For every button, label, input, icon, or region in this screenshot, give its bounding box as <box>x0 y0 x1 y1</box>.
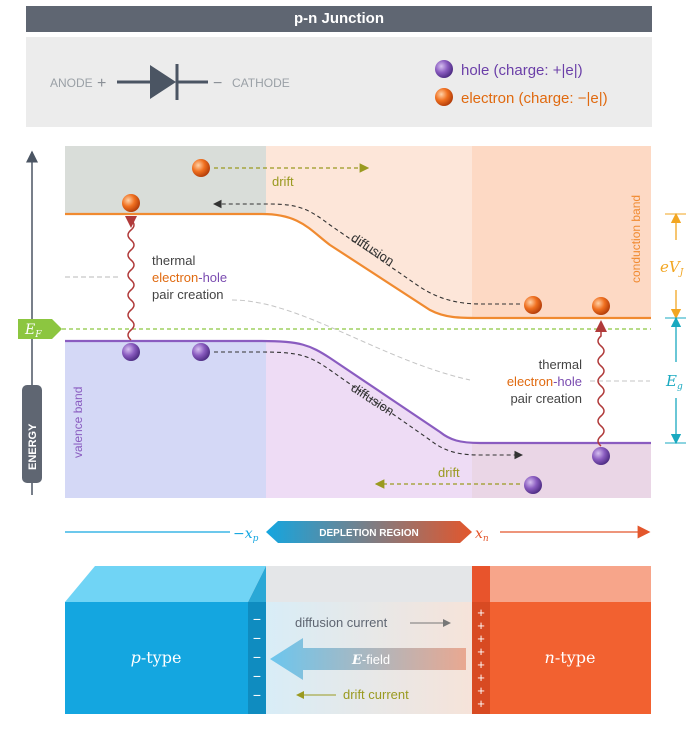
hole-particle <box>524 476 542 494</box>
energy-axis-label: ENERGY <box>27 423 39 470</box>
thermal-left-line2: electron-hole <box>152 270 227 285</box>
evj-label: eVJ <box>660 258 685 278</box>
drift-top-label: drift <box>272 174 294 189</box>
svg-text:−: − <box>253 668 261 684</box>
cathode-label: CATHODE <box>232 76 290 90</box>
xp-label: −xp <box>233 526 259 544</box>
n-type-label: n-type <box>545 648 596 667</box>
thermal-right-line3: pair creation <box>510 391 582 406</box>
depletion-region-label: DEPLETION REGION <box>319 528 418 539</box>
thermal-excitation-right <box>595 320 607 447</box>
xn-label: xn <box>475 526 489 544</box>
diffusion-electron-arrow <box>212 199 520 305</box>
diffusion-hole-arrow <box>214 351 524 460</box>
diffusion-current-label: diffusion current <box>295 615 388 630</box>
pn-device: −−− −− +++ +++ ++ p-type n-type E-field … <box>65 566 651 714</box>
thermal-right-line2: electron-hole <box>507 374 582 389</box>
negative-charges: − − − − − <box>253 611 261 703</box>
eg-label: Eg <box>665 372 683 392</box>
electron-particle <box>592 297 610 315</box>
depletion-region-badge <box>266 521 472 543</box>
p-type-label: p-type <box>131 648 182 667</box>
conduction-band-label: conduction band <box>629 195 643 283</box>
svg-text:+: + <box>477 670 485 685</box>
efield-label: E-field <box>351 652 390 668</box>
anode-label: ANODE <box>50 76 93 90</box>
junction-voltage-bracket: eVJ <box>660 212 686 320</box>
cathode-minus: − <box>213 75 222 92</box>
depletion-region-axis: −xp xn DEPLETION REGION <box>65 521 651 544</box>
svg-text:−: − <box>253 649 261 665</box>
thermal-left-line1: thermal <box>152 253 195 268</box>
diode-symbol: ANODE + − CATHODE <box>50 64 290 100</box>
anode-plus: + <box>97 75 106 92</box>
p-type-region <box>65 602 248 714</box>
svg-text:+: + <box>477 696 485 711</box>
drift-current-label: drift current <box>343 687 409 702</box>
thermal-left-line3: pair creation <box>152 287 224 302</box>
efield-arrow <box>270 638 466 680</box>
legend-electron-icon <box>435 88 453 106</box>
electron-particle <box>122 194 140 212</box>
svg-text:+: + <box>477 657 485 672</box>
thermal-excitation-left <box>125 216 137 341</box>
svg-text:−: − <box>253 630 261 646</box>
electron-particle <box>524 296 542 314</box>
legend-hole-icon <box>435 60 453 78</box>
fermi-level-tag <box>18 319 62 339</box>
svg-text:+: + <box>477 605 485 620</box>
conduction-band-line <box>65 212 651 320</box>
hole-particle <box>592 447 610 465</box>
p-region-valence-bg <box>65 340 266 498</box>
svg-text:−: − <box>253 611 261 627</box>
hole-particle <box>122 343 140 361</box>
svg-text:+: + <box>477 618 485 633</box>
band-gap-bracket: Eg <box>665 316 686 445</box>
hole-particle <box>192 343 210 361</box>
n-type-region <box>490 602 651 714</box>
legend-hole-label: hole (charge: +|e|) <box>461 62 583 79</box>
svg-text:+: + <box>477 631 485 646</box>
thermal-right-line1: thermal <box>539 357 582 372</box>
valence-band-label: valence band <box>71 387 85 458</box>
svg-text:−: − <box>253 687 261 703</box>
page-title: p-n Junction <box>26 6 652 32</box>
electron-particle <box>192 159 210 177</box>
valence-band-line <box>65 339 651 445</box>
svg-text:+: + <box>477 683 485 698</box>
drift-bottom-label: drift <box>438 465 460 480</box>
svg-text:+: + <box>477 644 485 659</box>
fermi-label: EF <box>24 322 42 340</box>
positive-charges: +++ +++ ++ <box>477 605 485 711</box>
legend-electron-label: electron (charge: −|e|) <box>461 90 608 107</box>
